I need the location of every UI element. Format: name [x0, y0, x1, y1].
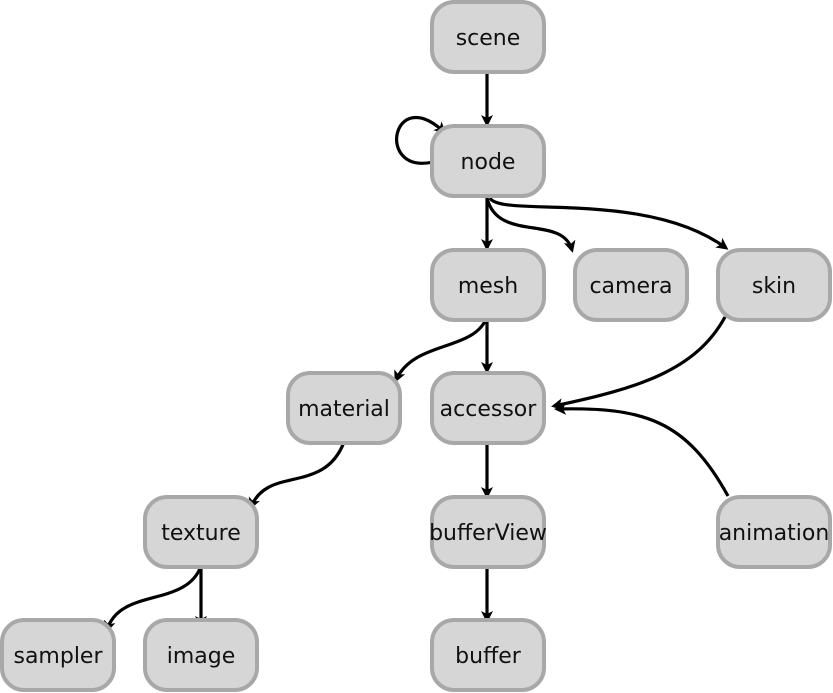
node-box — [430, 0, 546, 74]
node-box — [143, 495, 259, 569]
node-label: animation — [719, 521, 830, 546]
node-label: skin — [752, 274, 796, 299]
node-box — [716, 495, 832, 569]
node-label: image — [167, 644, 236, 669]
node-box — [430, 495, 546, 569]
edge-mesh-material — [394, 316, 489, 383]
edge-node-camera — [485, 197, 576, 253]
node-box — [430, 618, 546, 692]
node-label: camera — [589, 274, 672, 299]
edges — [103, 72, 730, 633]
node-box — [430, 248, 546, 322]
node-sampler: sampler — [0, 618, 116, 692]
node-buffer: buffer — [430, 618, 546, 692]
node-label: node — [461, 150, 516, 175]
node-box — [716, 248, 832, 322]
node-label: material — [298, 397, 390, 422]
node-scene: scene — [430, 0, 546, 74]
node-camera: camera — [573, 248, 689, 322]
node-texture: texture — [143, 495, 259, 569]
node-bufferview: bufferView — [429, 495, 547, 569]
node-label: mesh — [458, 274, 518, 299]
node-mesh: mesh — [430, 248, 546, 322]
edge-node-skin — [488, 196, 729, 250]
node-box — [430, 124, 546, 198]
edge-texture-sampler — [103, 565, 203, 633]
node-image: image — [143, 618, 259, 692]
node-box — [143, 618, 259, 692]
edge-skin-accessor — [551, 316, 727, 411]
node-box — [430, 371, 546, 445]
node-material: material — [286, 371, 402, 445]
edge-animation-accessor — [554, 402, 730, 497]
node-skin: skin — [716, 248, 832, 322]
node-label: bufferView — [429, 521, 547, 546]
node-node: node — [430, 124, 546, 198]
node-label: scene — [456, 26, 521, 51]
node-box — [286, 371, 402, 445]
node-label: buffer — [455, 644, 522, 669]
node-label: texture — [161, 521, 240, 546]
node-label: sampler — [13, 644, 103, 669]
node-animation: animation — [716, 495, 832, 569]
node-box — [573, 248, 689, 322]
edge-node-node — [395, 115, 447, 165]
node-box — [0, 618, 116, 692]
edge-material-texture — [248, 441, 346, 510]
node-accessor: accessor — [430, 371, 546, 445]
node-label: accessor — [440, 397, 538, 422]
